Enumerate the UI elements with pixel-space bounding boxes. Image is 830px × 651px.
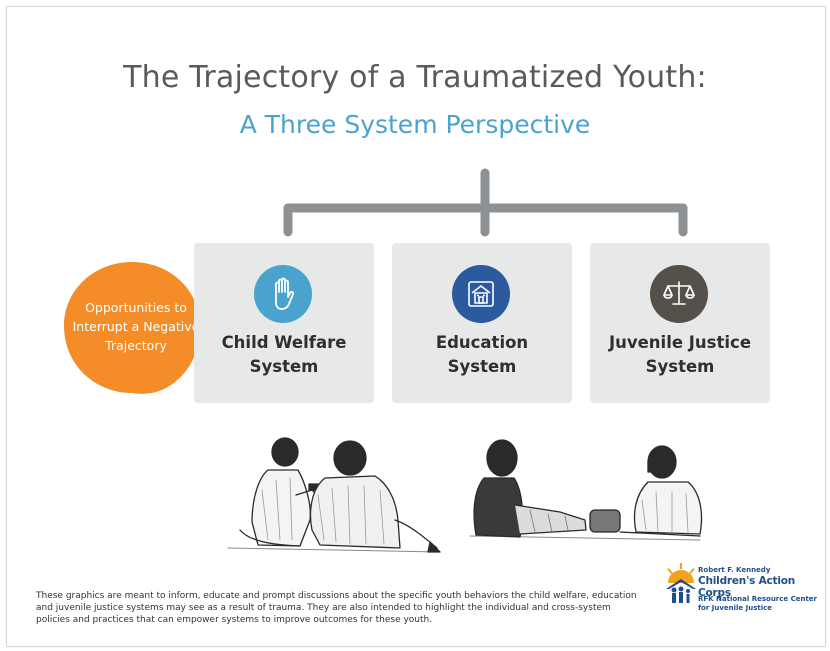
logo-line-2: Children's Action Corps	[698, 575, 796, 599]
logo-line-1: Robert F. Kennedy	[698, 566, 771, 574]
figure-youth-hood	[473, 439, 621, 538]
figure-youth-drinking	[619, 445, 703, 537]
page-title: The Trajectory of a Traumatized Youth:	[123, 60, 707, 95]
school-icon	[452, 265, 510, 323]
system-card-child-welfare: Child Welfare System	[194, 243, 374, 403]
figure-youth-phone	[239, 437, 319, 547]
opportunity-callout-shape	[64, 262, 206, 394]
ground-left	[227, 547, 441, 553]
rfk-logo: Robert F. Kennedy Children's Action Corp…	[664, 563, 824, 633]
youth-illustration	[227, 437, 703, 553]
system-label-education: Education System	[435, 333, 529, 376]
system-card-juvenile-justice: Juvenile Justice System	[590, 243, 770, 403]
figure-youth-back	[309, 440, 441, 553]
system-connector	[278, 168, 693, 253]
hand-icon	[254, 265, 312, 323]
sunrise-family-icon	[666, 563, 696, 603]
system-label-juvenile-justice: Juvenile Justice System	[608, 333, 752, 376]
opportunity-callout-text: Opportunities to Interrupt a Negative Tr…	[72, 300, 200, 353]
system-card-education: Education System	[392, 243, 572, 403]
disclaimer-text: These graphics are meant to inform, educ…	[36, 591, 637, 625]
logo-line-3: RFK National Resource Center for Juvenil…	[698, 595, 818, 612]
system-label-child-welfare: Child Welfare System	[221, 333, 347, 376]
scales-icon	[650, 265, 708, 323]
page-subtitle: A Three System Perspective	[239, 110, 591, 139]
